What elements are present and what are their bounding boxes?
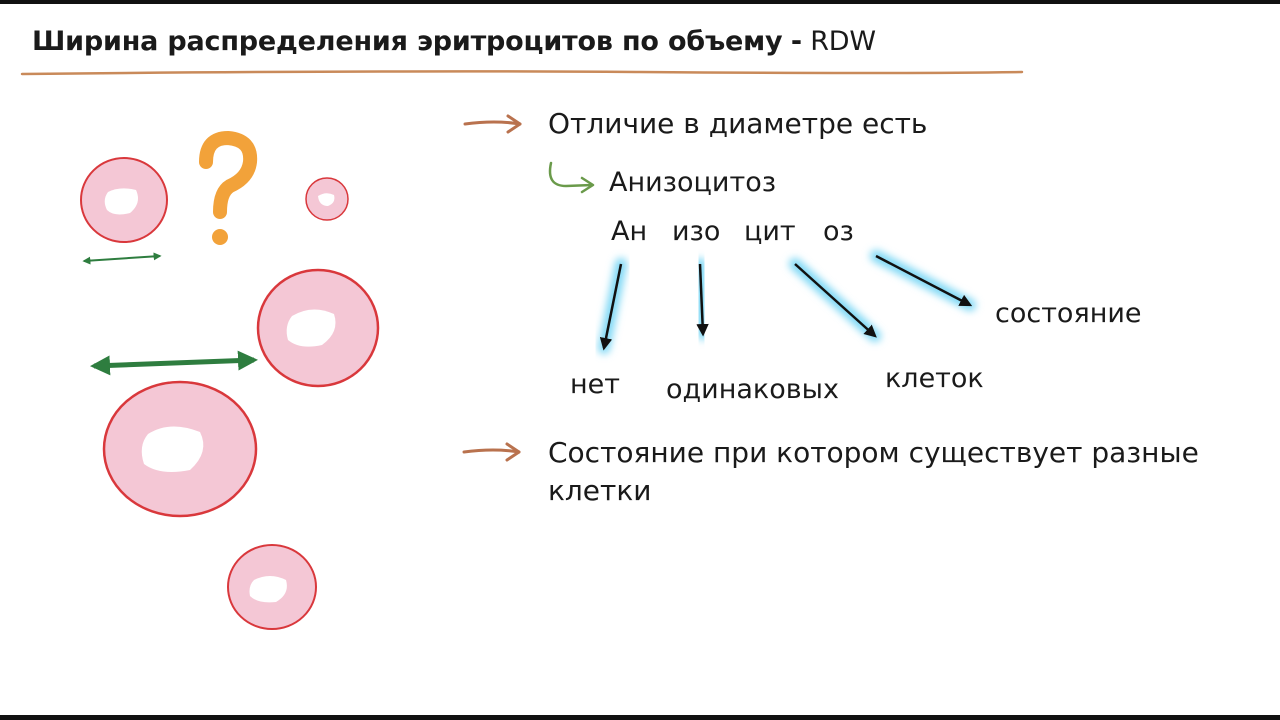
title-underline (20, 70, 1024, 76)
word-part-1: Ан (611, 216, 648, 247)
red-blood-cell (80, 157, 168, 243)
double-headed-arrow-icon (82, 252, 162, 265)
red-blood-cell (256, 268, 380, 388)
point-1-text: Отличие в диаметре есть (548, 107, 928, 140)
bottom-frame-line (0, 715, 1280, 720)
meaning-2: одинаковых (666, 374, 839, 405)
title-main: Ширина распределения эритроцитов по объе… (32, 26, 783, 57)
glow-arrow-icon (694, 258, 709, 340)
bullet-arrow-icon (462, 442, 521, 462)
title-separator: - (790, 26, 802, 57)
word-part-3: цит (744, 216, 796, 247)
glow-arrow-icon (789, 258, 881, 342)
glow-arrow-icon (870, 250, 976, 311)
point-2-text: Состояние при котором существует разные … (548, 436, 1199, 507)
glow-arrow-icon (598, 258, 627, 354)
red-blood-cell (305, 177, 349, 221)
hook-arrow-icon (548, 161, 595, 194)
slide-title: Ширина распределения эритроцитов по объе… (32, 26, 876, 57)
term-text: Анизоцитоз (609, 167, 777, 198)
bullet-arrow-icon (463, 114, 522, 134)
top-frame-line (0, 0, 1280, 4)
meaning-4: состояние (995, 298, 1142, 329)
meaning-1: нет (570, 369, 620, 400)
title-abbreviation: RDW (810, 26, 876, 57)
red-blood-cell (227, 544, 317, 630)
double-headed-arrow-icon (90, 350, 258, 376)
word-part-2: изо (672, 216, 721, 247)
red-blood-cell (102, 380, 258, 518)
question-mark-icon (199, 130, 258, 245)
word-part-4: оз (823, 216, 854, 247)
meaning-3: клеток (885, 363, 984, 394)
